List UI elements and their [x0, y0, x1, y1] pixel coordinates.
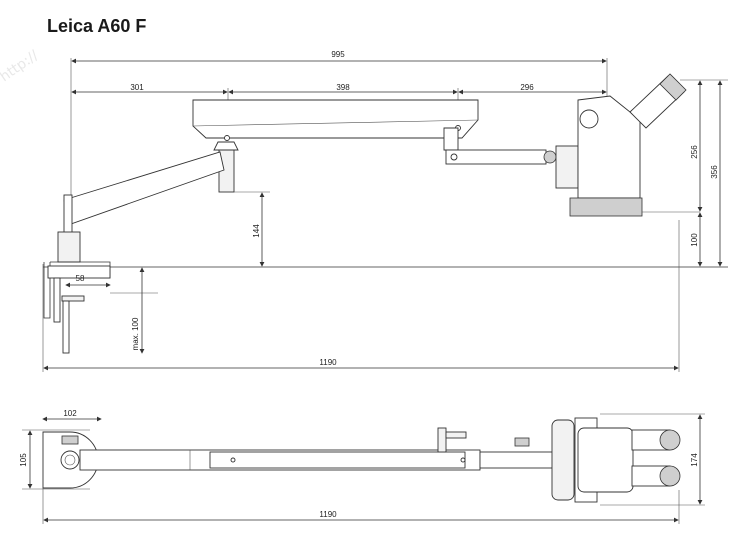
pillar-inner: [64, 454, 76, 466]
dim-label-144: 144: [252, 224, 261, 238]
clamp-pad: [61, 295, 85, 302]
focus-drive: [555, 145, 579, 189]
pillar: [63, 194, 73, 236]
lower-arm: [63, 151, 225, 226]
arm-edge: [192, 119, 479, 127]
clamp-body: [47, 265, 111, 279]
eyepiece: [659, 73, 687, 101]
side-view: 995 301 398 296 144 58: [42, 50, 728, 372]
dim-label-256: 256: [690, 145, 699, 159]
focus-knobs: [551, 419, 575, 501]
microscope-arm: [445, 149, 547, 165]
dim-label-58: 58: [76, 274, 85, 283]
dim-label-174: 174: [690, 453, 699, 467]
arm-pivot: [460, 457, 466, 463]
pillar-base: [57, 231, 81, 263]
arm-knob-top: [514, 437, 530, 447]
clamp-screw: [62, 300, 70, 354]
handle: [437, 427, 447, 453]
pillar-top: [60, 450, 80, 470]
arm-pivot: [230, 457, 236, 463]
handle-grip: [445, 431, 467, 439]
post-cap: [213, 141, 239, 151]
watermark-text: http://: [0, 47, 42, 85]
clamp-knob: [61, 435, 79, 445]
objective-ring: [569, 197, 643, 217]
microscope-arm-top: [479, 451, 556, 469]
eyepiece-left-lens: [659, 429, 681, 451]
arm-knob: [450, 153, 458, 161]
eyepiece-right-lens: [659, 465, 681, 487]
dim-label-398: 398: [336, 83, 350, 92]
dim-label-1190: 1190: [319, 358, 337, 367]
dim-label-296: 296: [520, 83, 534, 92]
top-view: 102 105 174: [19, 409, 705, 524]
top-arm-inner: [209, 451, 466, 469]
zoom-knob: [579, 109, 599, 129]
page-title: Leica A60 F: [47, 16, 147, 36]
dim-label-301: 301: [130, 83, 144, 92]
dim-label-105: 105: [19, 453, 28, 467]
dim-label-995: 995: [331, 50, 345, 59]
dim-label-max100: max. 100: [131, 317, 140, 350]
dim-label-100: 100: [690, 233, 699, 247]
microscope-head: [577, 427, 634, 493]
clamp-jaw: [53, 277, 61, 323]
dim-label-1190-top: 1190: [319, 510, 337, 519]
dim-label-102: 102: [63, 409, 77, 418]
focus-knob: [543, 150, 557, 164]
joint-block: [443, 127, 459, 151]
dim-label-356: 356: [710, 165, 719, 179]
upper-arm: [192, 99, 479, 139]
arm-joint: [224, 135, 230, 141]
